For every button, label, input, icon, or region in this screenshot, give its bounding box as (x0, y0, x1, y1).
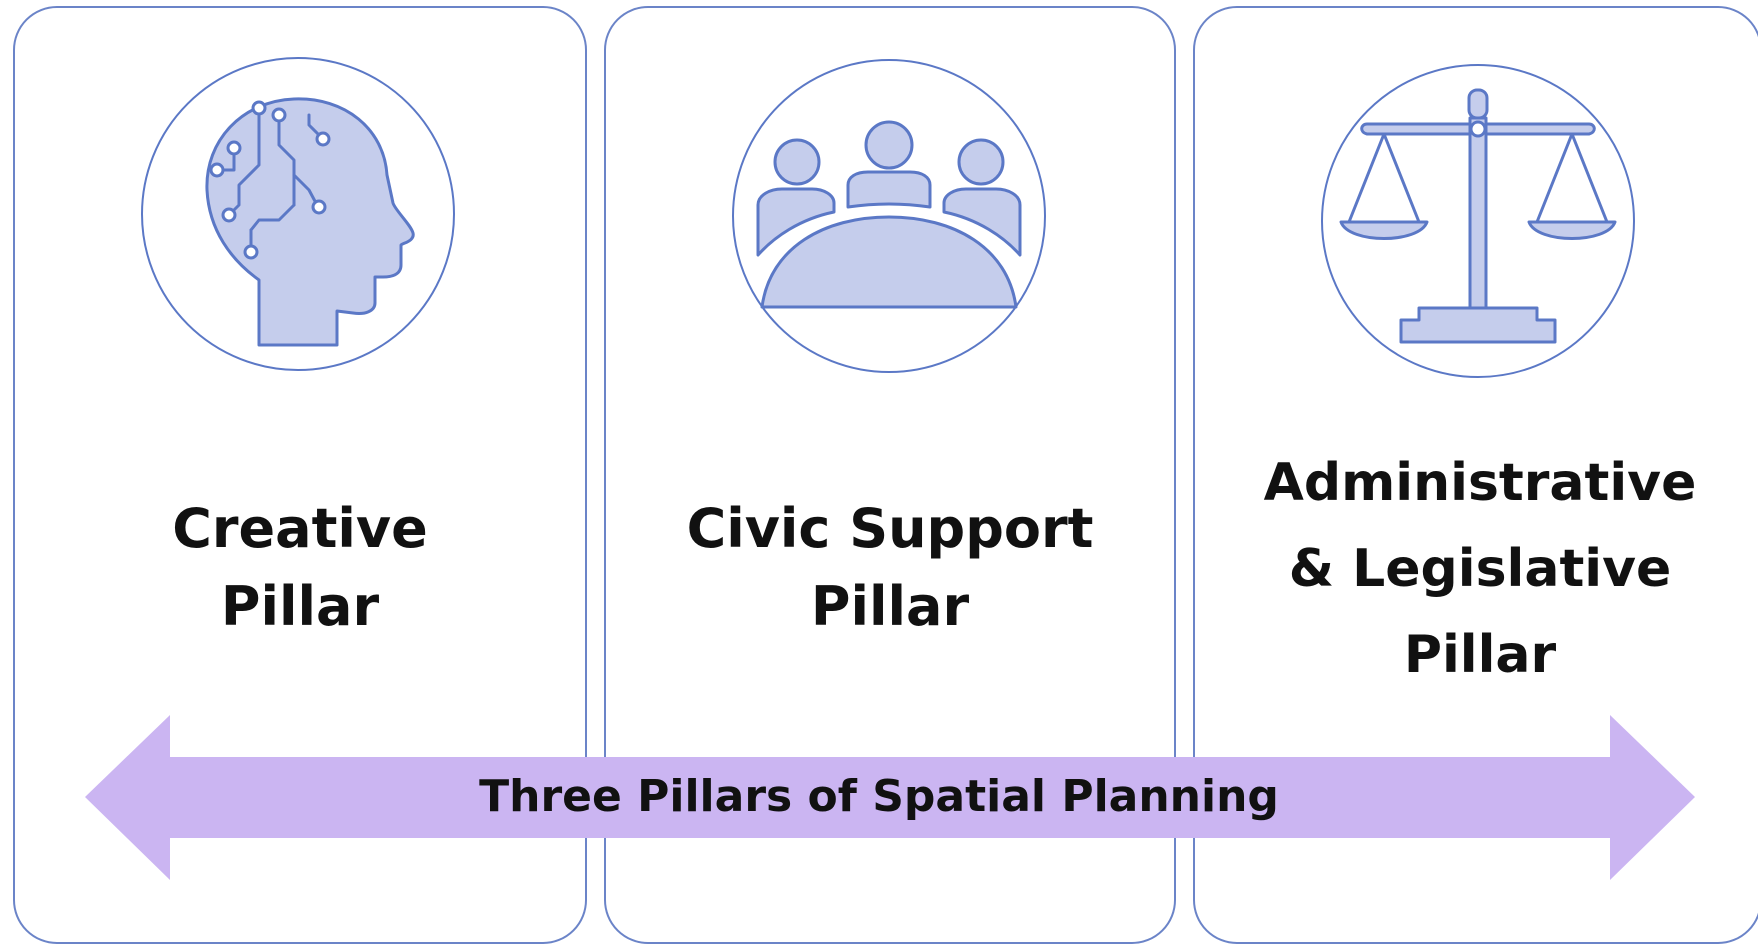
pillar-label-creative: Creative Pillar (172, 497, 428, 638)
meeting-people-icon (732, 59, 1046, 373)
scales-of-justice-icon (1321, 64, 1635, 378)
head-circuit-icon (141, 57, 455, 371)
pillar-label-administrative-legislative: Administrative & Legislative Pillar (1263, 453, 1697, 685)
pillar-label-civic-support: Civic Support Pillar (686, 497, 1094, 638)
banner-title: Three Pillars of Spatial Planning (479, 771, 1279, 822)
